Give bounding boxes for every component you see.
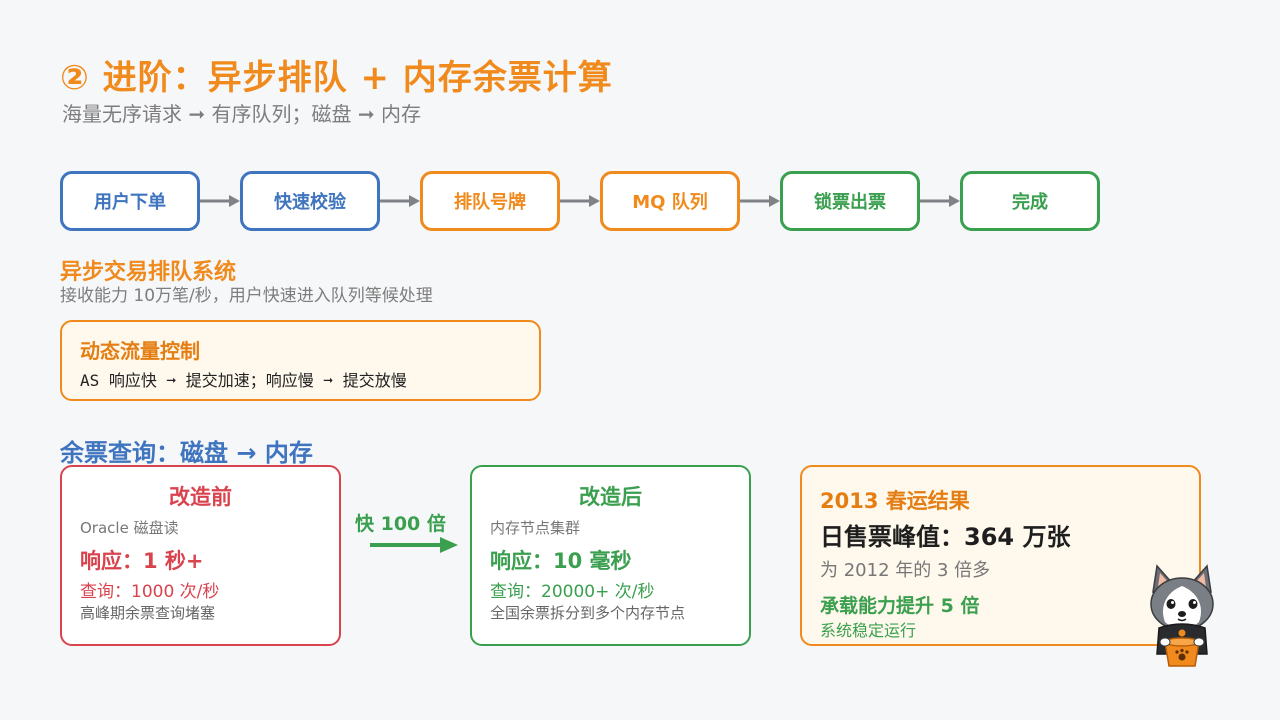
after-title: 改造后 [579,485,642,509]
remaining-query-title: 余票查询：磁盘 → 内存 [60,439,313,467]
flow-control-card: 动态流量控制 AS 响应快 ➞ 提交加速；响应慢 ➞ 提交放慢 [60,320,541,401]
flow-step-label: MQ 队列 [632,192,708,213]
flow-arrow-icon [920,195,960,207]
flow-step-label: 排队号牌 [454,192,526,213]
result-stable: 系统稳定运行 [820,621,917,640]
before-card: 改造前 Oracle 磁盘读 响应：1 秒+ 查询：1000 次/秒 高峰期余票… [60,465,341,646]
flow-arrow-icon [740,195,780,207]
after-source: 内存节点集群 [490,519,581,537]
result-capacity: 承载能力提升 5 倍 [820,595,980,617]
flow-arrow-icon [560,195,600,207]
speedup-label: 快 100 倍 [355,513,446,535]
before-qps: 查询：1000 次/秒 [80,582,220,602]
flow-step-done: 完成 [960,171,1100,231]
page-subtitle: 海量无序请求 ➞ 有序队列；磁盘 ➞ 内存 [62,102,421,126]
flow-step-label: 锁票出票 [814,192,886,213]
flow-step-mq-queue: MQ 队列 [600,171,740,231]
before-source: Oracle 磁盘读 [80,519,179,537]
flow-step-quick-check: 快速校验 [240,171,380,231]
result-card: 2013 春运结果 日售票峰值：364 万张 为 2012 年的 3 倍多 承载… [800,465,1201,646]
page-title: ② 进阶：异步排队 + 内存余票计算 [60,58,613,98]
flow-arrow-icon [200,195,240,207]
flow-arrow-icon [380,195,420,207]
after-response: 响应：10 毫秒 [490,549,632,573]
flow-step-label: 完成 [1012,192,1048,213]
flow-step-label: 快速校验 [274,192,346,213]
result-peak: 日售票峰值：364 万张 [820,523,1071,551]
speedup-arrow-icon [370,537,458,553]
result-compare: 为 2012 年的 3 倍多 [820,560,991,581]
before-response: 响应：1 秒+ [80,549,204,573]
flow-step-user-order: 用户下单 [60,171,200,231]
flow-step-queue-ticket: 排队号牌 [420,171,560,231]
before-title: 改造前 [169,485,232,509]
after-note: 全国余票拆分到多个内存节点 [490,604,686,622]
after-card: 改造后 内存节点集群 响应：10 毫秒 查询：20000+ 次/秒 全国余票拆分… [470,465,751,646]
result-title: 2013 春运结果 [820,489,970,513]
queue-system-desc: 接收能力 10万笔/秒，用户快速进入队列等候处理 [60,286,433,306]
flow-step-label: 用户下单 [94,192,166,213]
flow-step-lock-issue: 锁票出票 [780,171,920,231]
after-qps: 查询：20000+ 次/秒 [490,582,655,602]
queue-system-title: 异步交易排队系统 [60,260,237,285]
before-note: 高峰期余票查询堵塞 [80,604,216,622]
husky-mascot-icon [1150,564,1214,667]
flow-control-desc: AS 响应快 ➞ 提交加速；响应慢 ➞ 提交放慢 [80,371,407,390]
flow-control-title: 动态流量控制 [80,339,200,363]
